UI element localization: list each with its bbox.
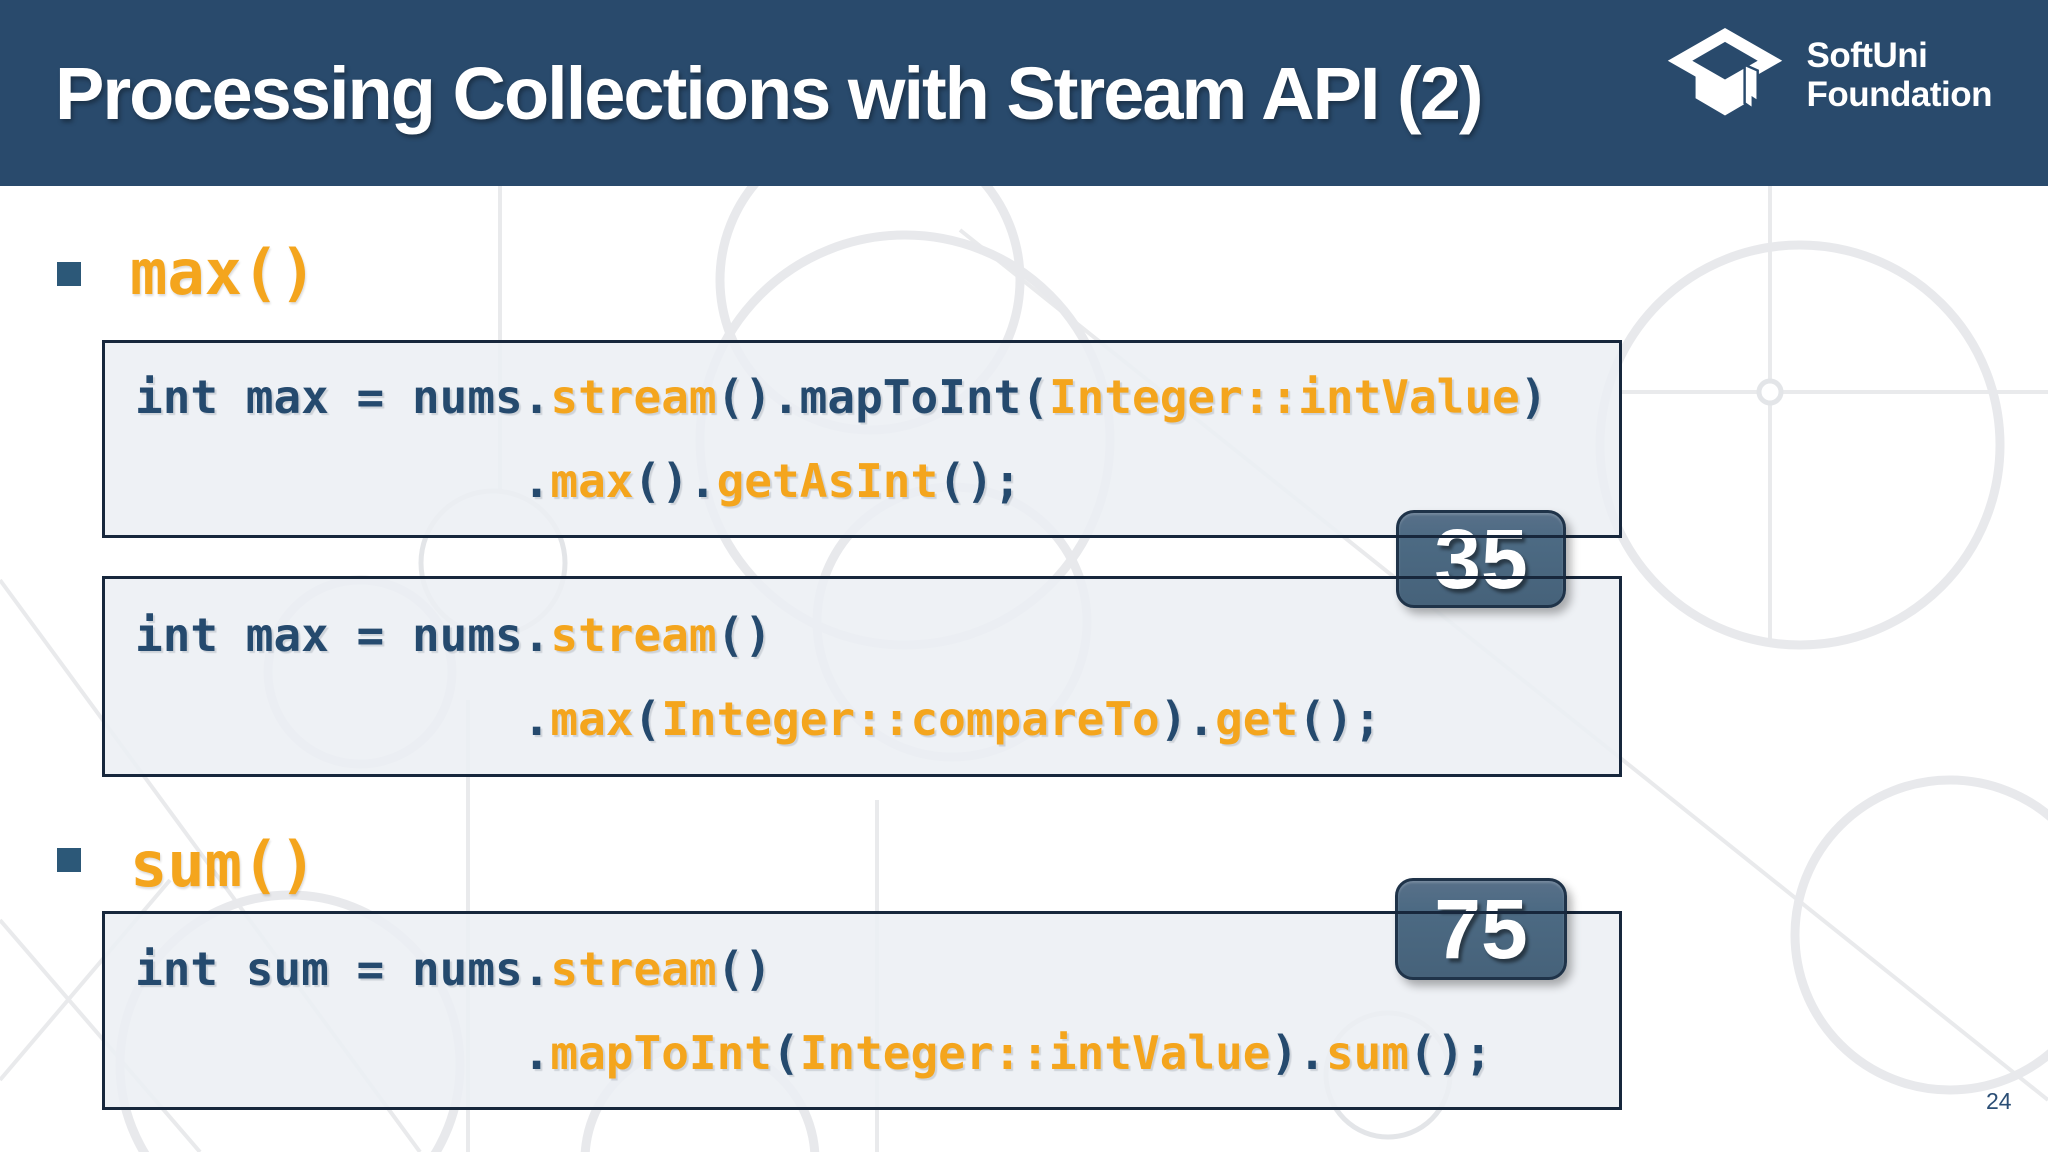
graduation-cap-icon [1668,28,1783,116]
code-line: int max = nums.stream().mapToInt(Integer… [135,370,1548,424]
logo-line2: Foundation [1806,75,1992,114]
result-badge-35: 35 [1396,510,1566,608]
section-heading-sum: sum() [130,827,317,901]
logo-text: SoftUni Foundation [1806,36,1992,114]
code-line: int sum = nums.stream() [135,941,772,996]
block-border-overlay [1396,576,1566,579]
code-line: .max().getAsInt(); [135,454,1022,508]
header-bar: Processing Collections with Stream API (… [0,0,2048,186]
logo-line1: SoftUni [1806,36,1928,75]
bullet-square-sum [57,848,81,872]
badge-value: 35 [1434,512,1528,606]
code-line: .mapToInt(Integer::intValue).sum(); [135,1025,1493,1080]
code-line: int max = nums.stream() [135,607,772,662]
code-block-max-1: int max = nums.stream().mapToInt(Integer… [102,340,1622,538]
slide-title: Processing Collections with Stream API (… [55,51,1483,135]
bullet-square-max [57,262,81,286]
code-line: .max(Integer::compareTo).get(); [135,691,1382,746]
block-border-overlay [1396,535,1566,538]
block-border-overlay [1395,911,1567,914]
section-heading-max: max() [130,235,317,309]
code-block-max-2: int max = nums.stream() .max(Integer::co… [102,576,1622,777]
page-number: 24 [1986,1088,2012,1114]
code-block-sum: int sum = nums.stream() .mapToInt(Intege… [102,911,1622,1110]
result-badge-75: 75 [1395,878,1567,980]
softuni-logo: SoftUni Foundation [1666,28,1992,122]
badge-value: 75 [1434,882,1528,976]
